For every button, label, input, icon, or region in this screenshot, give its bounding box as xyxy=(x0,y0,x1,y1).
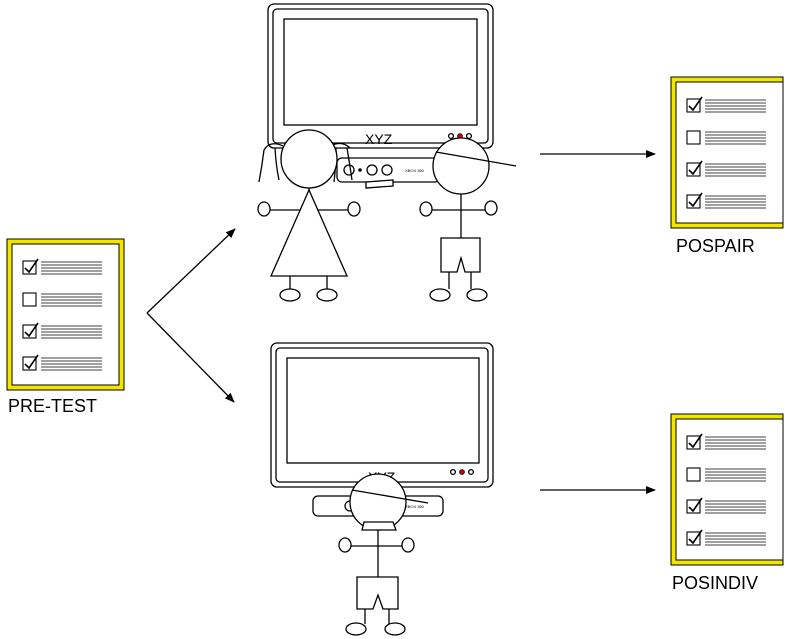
checked-box-icon xyxy=(686,499,701,514)
tv-brand-top: XYZ xyxy=(365,131,393,147)
console-text-bottom: XBOX 360 xyxy=(405,504,425,509)
empty-box-icon xyxy=(22,292,37,307)
stick-boy-pair-icon xyxy=(419,137,517,302)
arrow-to-pair-icon xyxy=(146,228,236,314)
check-mark-icon xyxy=(688,192,703,208)
stick-boy-individual-icon xyxy=(338,473,429,636)
checked-box-icon xyxy=(22,260,37,275)
check-mark-icon xyxy=(688,160,703,176)
posindiv-document-icon xyxy=(670,413,784,566)
pretest-document-icon xyxy=(6,238,125,391)
check-mark-icon xyxy=(688,497,703,513)
checked-box-icon xyxy=(22,324,37,339)
checked-box-icon xyxy=(686,435,701,450)
pospair-label: POSPAIR xyxy=(676,236,755,256)
checked-box-icon xyxy=(686,531,701,546)
pretest-label: PRE-TEST xyxy=(8,396,97,416)
check-mark-icon xyxy=(24,322,39,338)
checked-box-icon xyxy=(686,194,701,209)
empty-box-icon xyxy=(686,130,701,145)
checked-box-icon xyxy=(22,356,37,371)
check-mark-icon xyxy=(688,433,703,449)
empty-box-icon xyxy=(686,467,701,482)
check-mark-icon xyxy=(24,354,39,370)
arrow-to-individual-icon xyxy=(146,312,235,403)
posindiv-label: POSINDIV xyxy=(672,573,758,593)
tv-individual-icon: XYZ xyxy=(270,342,494,488)
check-mark-icon xyxy=(24,258,39,274)
stick-girl-icon xyxy=(257,129,361,302)
checked-box-icon xyxy=(686,162,701,177)
console-text-top: XBOX 360 xyxy=(405,168,425,173)
check-mark-icon xyxy=(688,96,703,112)
check-mark-icon xyxy=(688,529,703,545)
console-pair-icon: XBOX 360 xyxy=(336,157,441,189)
pospair-document-icon xyxy=(670,76,784,229)
checked-box-icon xyxy=(686,98,701,113)
tv-pair-icon: XYZ xyxy=(267,3,494,149)
